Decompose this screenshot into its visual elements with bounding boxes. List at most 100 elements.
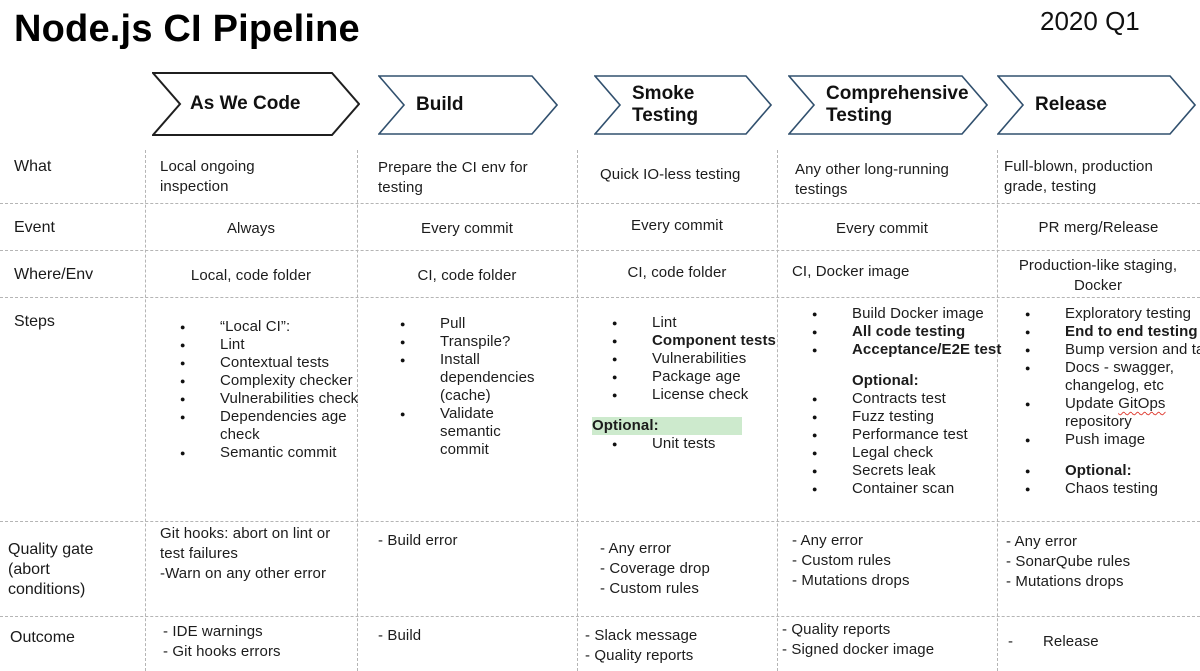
bullet-icon: ● [400,319,406,329]
bullet-icon: ● [812,430,818,440]
line-item: -Warn on any other error [160,565,327,582]
bullet-icon: ● [180,412,186,422]
cell-where-smoke: CI, code folder [627,264,727,281]
bullet-icon: ● [400,337,406,347]
period-label: 2020 Q1 [1040,6,1140,36]
bullet-icon: ● [180,322,186,332]
cell-steps-comprehensive: ●Build Docker image●All code testing●Acc… [792,305,1007,498]
bullet-icon: ● [1025,345,1031,355]
line-item: - Signed docker image [782,641,935,658]
line-item: - Git hooks errors [163,643,281,660]
step-item: ●Optional: [852,372,919,389]
cell-outcome-as-we-code: - IDE warnings- Git hooks errors [163,622,343,662]
step-item: Optional: [592,417,802,435]
misspelled-word: GitOps [1118,395,1166,412]
step-item: ●Semantic commit [160,444,368,462]
grid-hline [0,203,1200,204]
step-item: ●Unit tests [592,435,802,453]
line-item: - Custom rules [600,580,699,597]
line-item: - Release [1008,633,1099,650]
stage-arrow-build: Build [378,75,558,135]
stage-arrow-label: Smoke Testing [632,83,699,126]
bullet-icon: ● [1025,399,1031,409]
step-item: ●Install dependencies (cache) [380,351,548,405]
cell-outcome-release: - Release [1008,632,1188,652]
bullet-icon: ● [180,394,186,404]
cell-gate-as-we-code: Git hooks: abort on lint or test failure… [160,524,338,584]
cell-event-comprehensive: Every commit [835,220,929,237]
step-item: ●Legal check [792,444,1007,462]
line-item: - Mutations drops [792,572,910,589]
bullet-icon: ● [612,318,618,328]
bullet-icon: ● [812,412,818,422]
line-item: - Mutations drops [1006,573,1124,590]
step-item: ●All code testing [792,323,1007,341]
grid-vline [997,150,998,671]
cell-what-build: Prepare the CI env for testing [378,159,528,196]
cell-outcome-comprehensive: - Quality reports - Signed docker image [782,620,982,660]
step-item: ●Contextual tests [160,354,368,372]
step-item: ●Container scan [792,480,1007,498]
grid-vline [357,150,358,671]
grid-hline [0,297,1200,298]
bullet-icon: ● [180,358,186,368]
step-item: ●Optional: [1005,462,1200,480]
cell-steps-smoke: ●Lint●Component tests●Vulnerabilities●Pa… [592,314,802,453]
cell-outcome-build: - Build [378,626,548,646]
bullet-icon: ● [812,345,818,355]
line-item: Git hooks: abort on lint or test failure… [160,525,331,562]
step-item: ●Exploratory testing [1005,305,1200,323]
cell-what-release: Full-blown, production grade, testing [1004,158,1153,195]
bullet-icon: ● [1025,363,1031,373]
cell-where-comprehensive: CI, Docker image [792,263,910,280]
bullet-icon: ● [1025,309,1031,319]
row-label-where-env: Where/Env [14,266,94,283]
step-item: ●Update GitOps repository [1005,395,1200,431]
cell-what-comprehensive: Any other long-running testings [795,161,949,198]
cell-event-build: Every commit [420,220,514,237]
grid-hline [0,521,1200,522]
cell-where-as-we-code: Local, code folder [190,267,312,284]
chevron-arrow-shape [594,75,772,135]
step-item: ●Vulnerabilities [592,350,802,368]
line-item: - Custom rules [792,552,891,569]
cell-steps-build: ●Pull●Transpile?●Install dependencies (c… [380,315,548,459]
grid-vline [145,150,146,671]
chevron-arrow-shape [788,75,988,135]
step-item: ●Lint [160,336,368,354]
grid-hline [0,250,1200,251]
chevron-arrow-shape [997,75,1196,135]
step-item: ●Bump version and tag [1005,341,1200,359]
bullet-icon: ● [812,448,818,458]
cell-event-release: PR merg/Release [1038,219,1159,236]
step-item: ●End to end testing [1005,323,1200,341]
bullet-icon: ● [612,336,618,346]
row-label-steps: Steps [14,313,55,330]
step-item: ●Lint [592,314,802,332]
cell-gate-comprehensive: - Any error- Custom rules- Mutations dro… [792,531,982,591]
bullet-icon: ● [1025,484,1031,494]
cell-event-as-we-code: Always [226,220,276,237]
cell-steps-release: ●Exploratory testing●End to end testing●… [1005,305,1200,498]
line-item: - Any error [600,540,672,557]
row-label-event: Event [14,219,55,236]
bullet-icon: ● [612,354,618,364]
stage-arrow-label: Comprehensive Testing [826,83,969,126]
bullet-icon: ● [812,327,818,337]
row-label-quality-gate: Quality gate (abort conditions) [8,541,94,598]
line-item: - Quality reports [782,621,891,638]
line-item: - Build error [378,532,458,549]
bullet-icon: ● [812,466,818,476]
step-item: ●Transpile? [380,333,548,351]
cell-what-smoke: Quick IO-less testing [600,166,741,183]
step-item: ●Performance test [792,426,1007,444]
step-item: ●Build Docker image [792,305,1007,323]
bullet-icon: ● [400,355,406,365]
chevron-arrow-shape [152,72,360,136]
stage-arrow-release: Release [997,75,1196,135]
grid-vline [577,150,578,671]
step-item: ●Dependencies age check [160,408,368,444]
step-item: ●License check [592,386,802,404]
line-item: - Coverage drop [600,560,710,577]
